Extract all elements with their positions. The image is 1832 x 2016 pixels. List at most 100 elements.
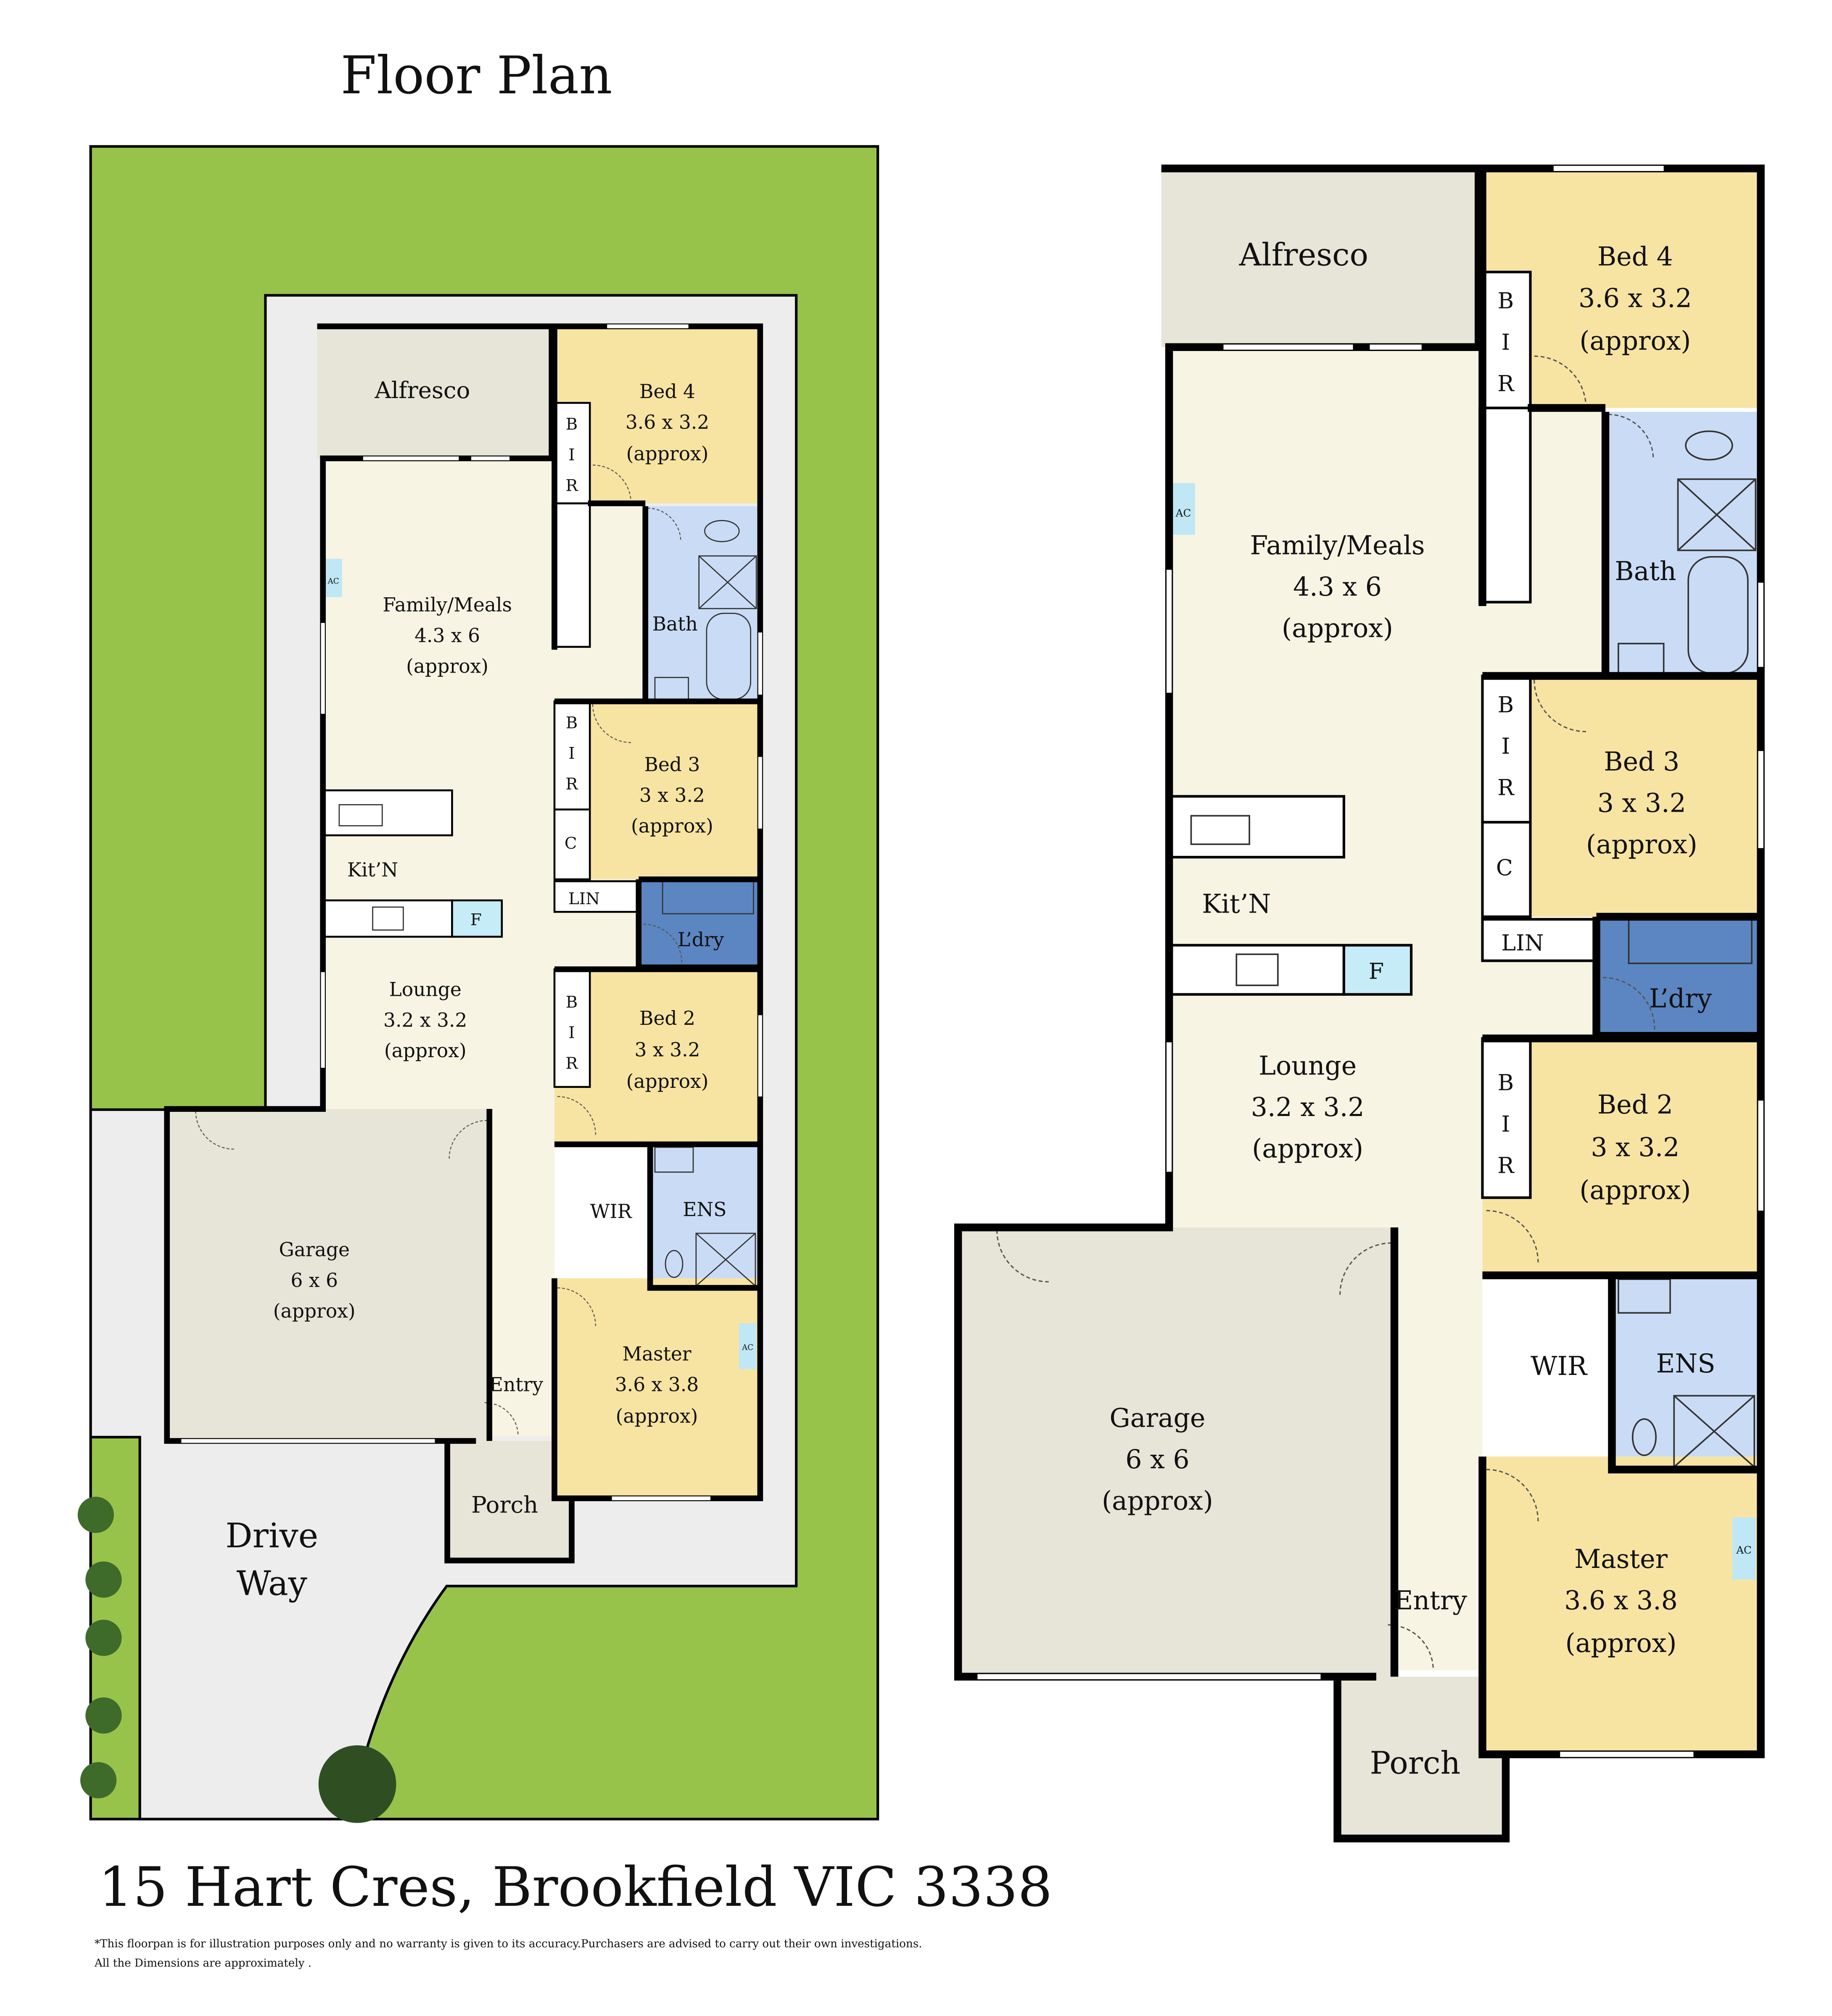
cupboard bbox=[1481, 821, 1532, 918]
cupboard-label: C bbox=[565, 834, 577, 853]
kitchen-sink-counter bbox=[1170, 795, 1345, 859]
svg-text:I: I bbox=[1502, 330, 1510, 355]
svg-text:Lounge: Lounge bbox=[389, 979, 462, 1001]
bath-label: Bath bbox=[1615, 556, 1676, 586]
svg-text:R: R bbox=[565, 1054, 578, 1073]
bir-bed2 bbox=[1481, 1037, 1532, 1199]
porch bbox=[447, 1441, 572, 1561]
svg-text:Family/Meals: Family/Meals bbox=[1250, 530, 1425, 561]
svg-text:I: I bbox=[1502, 1111, 1510, 1137]
svg-text:3.6 x 3.2: 3.6 x 3.2 bbox=[1579, 283, 1692, 313]
alfresco bbox=[317, 326, 552, 459]
bath-label: Bath bbox=[652, 613, 698, 635]
svg-text:B: B bbox=[1498, 288, 1514, 314]
wir-label: WIR bbox=[1531, 1351, 1588, 1381]
sink bbox=[338, 804, 383, 826]
bir-bed2-label: BIR bbox=[1497, 1070, 1515, 1179]
laundry bbox=[639, 879, 758, 968]
family-meals-label: Family/Meals 4.3 x 6 (approx) bbox=[383, 594, 512, 678]
svg-text:3.6 x 3.8: 3.6 x 3.8 bbox=[1564, 1586, 1678, 1616]
ens-label: ENS bbox=[1656, 1348, 1715, 1379]
svg-text:Bed 4: Bed 4 bbox=[639, 380, 695, 403]
svg-text:4.3 x 6: 4.3 x 6 bbox=[1293, 572, 1382, 602]
house-plan: Alfresco Family/Meals 4.3 x 6 (approx) B… bbox=[954, 164, 1765, 1842]
svg-text:(approx): (approx) bbox=[631, 815, 713, 837]
site-plan: Drive Way bbox=[77, 145, 879, 1823]
svg-text:Lounge: Lounge bbox=[1259, 1051, 1357, 1081]
site-house: Alfresco Family/Meals 4.3 x 6 (approx) B… bbox=[164, 323, 763, 1564]
svg-text:(approx): (approx) bbox=[1586, 829, 1697, 860]
laundry bbox=[1596, 916, 1758, 1036]
wir bbox=[554, 1144, 650, 1278]
bed4-label: Bed 4 3.6 x 3.2 (approx) bbox=[626, 380, 709, 465]
bir-bed3-label: BIR bbox=[1497, 692, 1515, 800]
svg-text:B: B bbox=[1498, 1070, 1514, 1096]
ac-label-master: AC bbox=[1736, 1544, 1752, 1556]
garage bbox=[167, 1109, 490, 1441]
ens-label: ENS bbox=[683, 1198, 726, 1221]
master bbox=[1482, 1457, 1761, 1755]
ensuite bbox=[650, 1144, 758, 1288]
svg-text:4.3 x 6: 4.3 x 6 bbox=[414, 624, 480, 646]
kitchen-label: Kit’N bbox=[1202, 889, 1271, 919]
cooktop bbox=[1235, 953, 1279, 986]
bir-bed3-label: BIR bbox=[565, 713, 578, 794]
master-label: Master 3.6 x 3.8 (approx) bbox=[615, 1343, 699, 1428]
lin-label: LIN bbox=[1501, 930, 1544, 956]
garage-label: Garage 6 x 6 (approx) bbox=[1102, 1403, 1213, 1516]
svg-text:3.6 x 3.8: 3.6 x 3.8 bbox=[615, 1374, 699, 1396]
toilet bbox=[1685, 430, 1733, 461]
svg-text:I: I bbox=[568, 1024, 575, 1042]
svg-text:(approx): (approx) bbox=[1565, 1628, 1677, 1658]
alfresco-label: Alfresco bbox=[1239, 237, 1368, 273]
ac-unit bbox=[325, 559, 342, 597]
bed3-label: Bed 3 3 x 3.2 (approx) bbox=[1586, 747, 1697, 860]
bed2-label: Bed 2 3 x 3.2 (approx) bbox=[626, 1007, 709, 1092]
walls bbox=[954, 164, 1765, 1842]
master-label: Master 3.6 x 3.8 (approx) bbox=[1564, 1544, 1678, 1658]
tree bbox=[318, 1745, 396, 1823]
ac-label: AC bbox=[327, 577, 339, 586]
driveway-label-2: Way bbox=[237, 1564, 307, 1603]
svg-text:I: I bbox=[568, 744, 575, 763]
ens-toilet bbox=[665, 1250, 684, 1278]
page-title: Floor Plan bbox=[341, 46, 612, 106]
ens-toilet bbox=[1631, 1418, 1657, 1456]
svg-text:(approx): (approx) bbox=[616, 1405, 698, 1428]
svg-text:R: R bbox=[565, 476, 578, 495]
svg-text:(approx): (approx) bbox=[1102, 1486, 1213, 1516]
porch-label: Porch bbox=[471, 1491, 538, 1518]
svg-text:(approx): (approx) bbox=[1282, 613, 1393, 644]
shrubs bbox=[77, 1496, 396, 1823]
family-meals-label: Family/Meals 4.3 x 6 (approx) bbox=[1250, 530, 1425, 644]
laundry-label: L’dry bbox=[1649, 983, 1712, 1013]
driveway-label: Drive bbox=[225, 1516, 318, 1555]
kitchen-label: Kit’N bbox=[347, 859, 398, 881]
shower-cross bbox=[1677, 478, 1756, 551]
svg-text:R: R bbox=[1497, 1153, 1515, 1179]
shower-cross bbox=[698, 555, 757, 609]
bir-bed4 bbox=[1481, 271, 1532, 409]
svg-text:(approx): (approx) bbox=[1252, 1134, 1363, 1164]
svg-text:B: B bbox=[566, 713, 578, 732]
windows bbox=[181, 324, 762, 1501]
svg-text:3.2 x 3.2: 3.2 x 3.2 bbox=[1251, 1092, 1365, 1122]
svg-text:Bed 2: Bed 2 bbox=[639, 1007, 695, 1029]
garage bbox=[958, 1227, 1395, 1677]
svg-text:6 x 6: 6 x 6 bbox=[1125, 1444, 1189, 1475]
alfresco-label: Alfresco bbox=[374, 377, 470, 404]
svg-text:(approx): (approx) bbox=[1579, 326, 1691, 356]
svg-text:3 x 3.2: 3 x 3.2 bbox=[1597, 788, 1686, 818]
bir-bed2-label: BIR bbox=[565, 993, 578, 1073]
sink bbox=[1190, 815, 1250, 845]
laundry-label: L’dry bbox=[678, 929, 724, 951]
wir bbox=[1482, 1275, 1612, 1457]
cupboard-label: C bbox=[1496, 855, 1513, 881]
porch bbox=[1337, 1676, 1506, 1839]
wir-label: WIR bbox=[590, 1201, 633, 1223]
svg-text:(approx): (approx) bbox=[384, 1040, 467, 1062]
ac-unit bbox=[1172, 483, 1195, 535]
svg-text:Master: Master bbox=[622, 1343, 691, 1365]
linen bbox=[553, 880, 640, 913]
